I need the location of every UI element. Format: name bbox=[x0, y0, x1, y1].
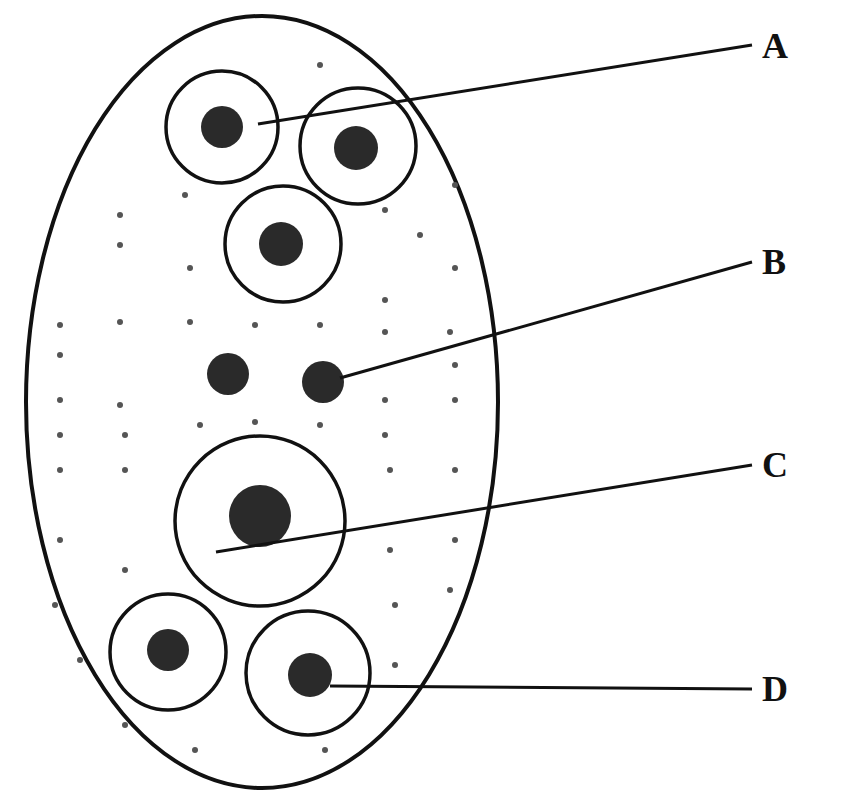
part-label: C bbox=[762, 447, 788, 483]
cell-walls bbox=[110, 71, 416, 735]
cytoplasm-dots bbox=[52, 62, 458, 753]
part-label: A bbox=[762, 28, 788, 64]
sac-outline bbox=[26, 16, 498, 788]
part-label: B bbox=[762, 244, 786, 280]
part-label: D bbox=[762, 671, 788, 707]
leader-lines bbox=[216, 45, 752, 689]
nuclei bbox=[147, 106, 378, 697]
